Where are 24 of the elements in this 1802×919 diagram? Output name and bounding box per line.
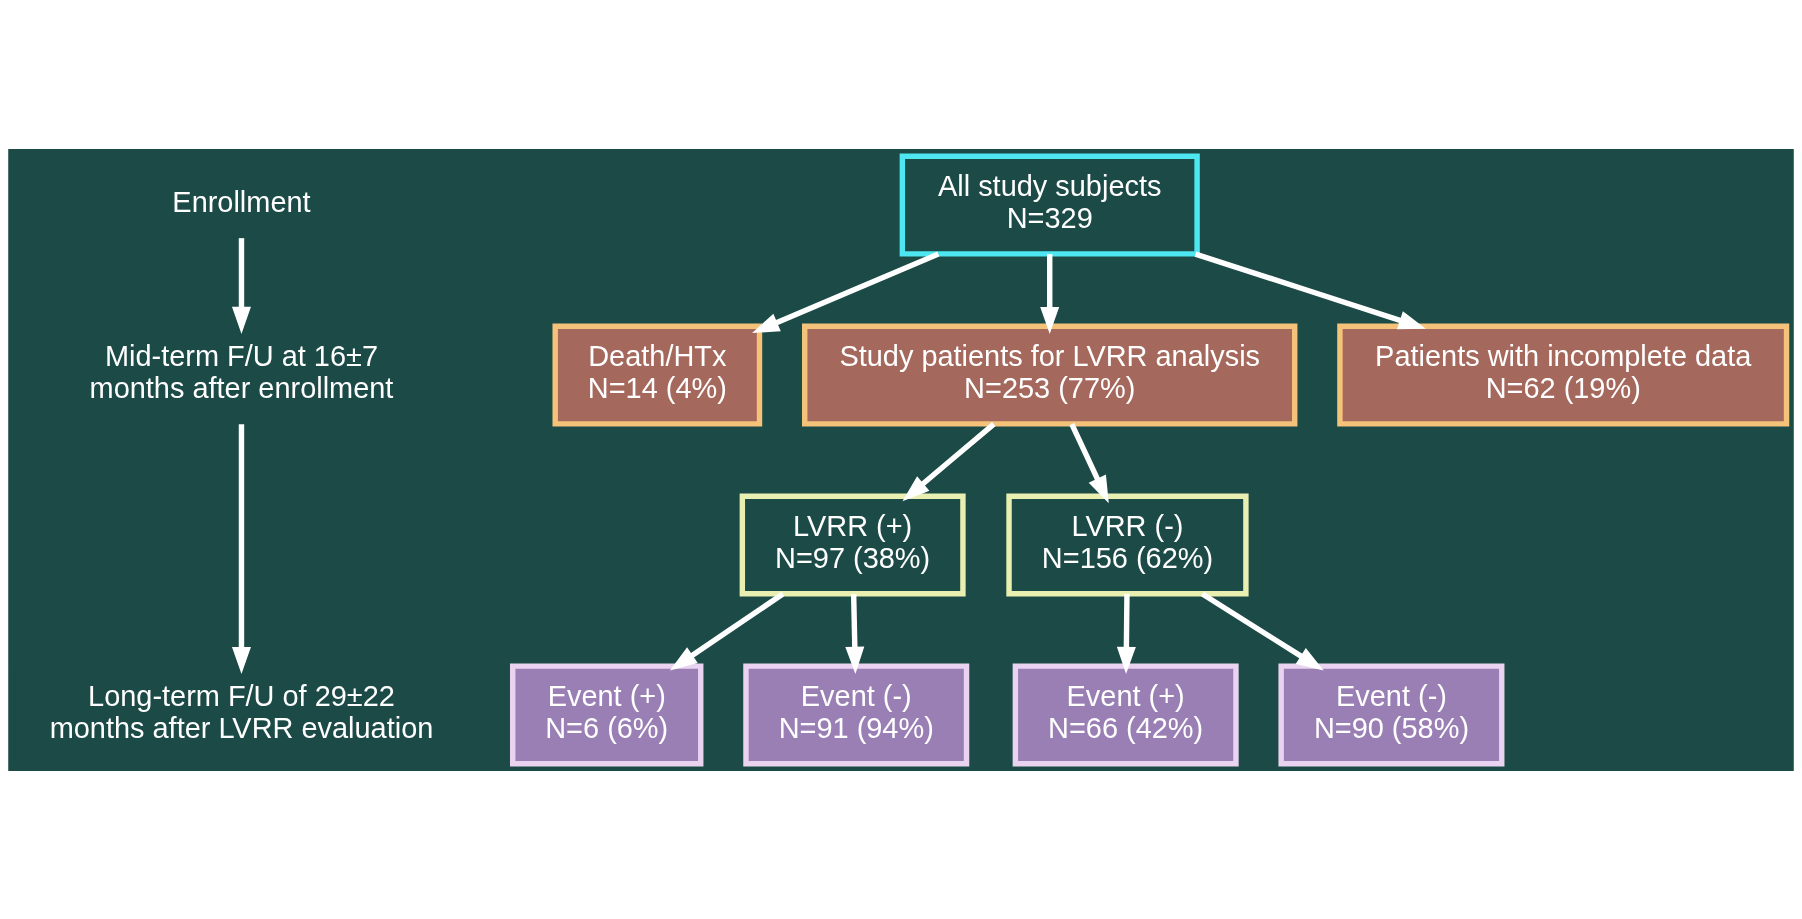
arrow bbox=[1040, 253, 1060, 334]
arrow bbox=[231, 423, 251, 674]
arrow bbox=[752, 251, 940, 333]
node-text: Enrollment bbox=[172, 185, 311, 218]
node-box: Event (-) N=91 (94%) bbox=[743, 662, 970, 766]
node-box: All study subjects N=329 bbox=[899, 153, 1200, 257]
node-box: Study patients for LVRR analysis N=253 (77%) bbox=[802, 323, 1298, 427]
node-box: Death/HTx N=14 (4%) bbox=[552, 323, 763, 427]
node-box: Patients with incomplete data N=62 (19%) bbox=[1337, 323, 1790, 427]
node-text: Mid-term F/U at 16±7 months after enrollment bbox=[89, 339, 394, 404]
arrow bbox=[845, 593, 865, 674]
node-box: Event (+) N=66 (42%) bbox=[1012, 662, 1239, 766]
arrow bbox=[1194, 251, 1426, 329]
arrow bbox=[1116, 593, 1136, 674]
node-box: LVRR (-) N=156 (62%) bbox=[1006, 492, 1249, 596]
arrow bbox=[231, 237, 251, 334]
node-box: Event (+) N=6 (6%) bbox=[510, 662, 704, 766]
node-text: Long-term F/U of 29±22 months after LVRR evaluation bbox=[49, 679, 434, 744]
arrow bbox=[669, 591, 785, 670]
arrow bbox=[1200, 591, 1324, 670]
arrow bbox=[902, 421, 996, 501]
node-box: Event (-) N=90 (58%) bbox=[1278, 662, 1505, 766]
node-box: LVRR (+) N=97 (38%) bbox=[739, 492, 966, 596]
arrow bbox=[1069, 422, 1109, 503]
